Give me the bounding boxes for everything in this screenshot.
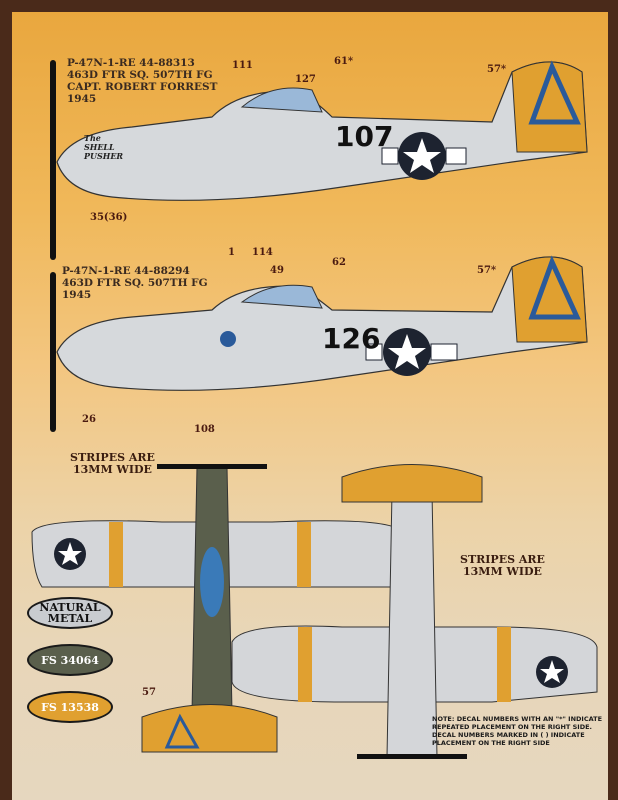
callout: 35(36) [90,212,128,223]
fuselage-number: 126 [322,322,381,355]
callout: 114 [252,247,273,258]
title-line: P-47N-1-RE 44-88294 [62,265,190,277]
underside-stripe-note: STRIPES ARE 13MM WIDE [70,452,155,476]
nose-art-line: The [84,133,101,143]
callout: 1 [228,247,235,258]
color-chip-fs13538: FS 13538 [27,691,113,723]
note-line: STRIPES ARE [460,553,545,566]
decal-sheet: P-47N-1-RE 44-88313 463D FTR SQ. 507TH F… [12,12,608,800]
fuselage-number: 107 [335,120,394,153]
callout: 127 [295,74,316,85]
callout: 57 [142,687,156,698]
callout: 49 [270,265,284,276]
callout: 26 [82,414,96,425]
color-label: METAL [47,612,93,625]
profile-2-title: P-47N-1-RE 44-88294 463D FTR SQ. 507TH F… [62,265,208,301]
color-label: NATURAL [39,601,101,614]
note-line: STRIPES ARE [70,451,155,464]
nose-art: The SHELL PUSHER [84,134,123,161]
note-line: 13MM WIDE [72,463,152,476]
profile-1-aircraft [50,60,588,260]
underside-view [31,464,403,753]
callout: 57* [477,265,497,276]
color-label: FS 34064 [41,653,99,667]
profile-1-title: P-47N-1-RE 44-88313 463D FTR SQ. 507TH F… [67,57,217,105]
nose-art-line: PUSHER [84,151,124,161]
callout: 61* [334,56,354,67]
topside-view [231,464,598,759]
callout: 111 [232,60,253,71]
callout: 62 [332,257,346,268]
callout: 108 [194,424,215,435]
title-line: CAPT. ROBERT FORREST [67,81,218,93]
decal-note: NOTE: DECAL NUMBERS WITH AN "*" INDICATE… [432,715,603,747]
title-line: 1945 [67,93,97,105]
nose-art-line: SHELL [84,142,115,152]
title-line: 1945 [62,289,92,301]
color-chip-fs34064: FS 34064 [27,644,113,676]
callout: 57* [487,64,507,75]
title-line: 463D FTR SQ. 507TH FG [67,69,213,81]
topside-stripe-note: STRIPES ARE 13MM WIDE [460,554,545,578]
title-line: P-47N-1-RE 44-88313 [67,57,195,69]
color-label: FS 13538 [41,700,99,714]
aircraft-illustrations [31,60,598,759]
title-line: 463D FTR SQ. 507TH FG [62,277,208,289]
profile-2-aircraft [50,255,588,432]
note-line: 13MM WIDE [462,565,542,578]
